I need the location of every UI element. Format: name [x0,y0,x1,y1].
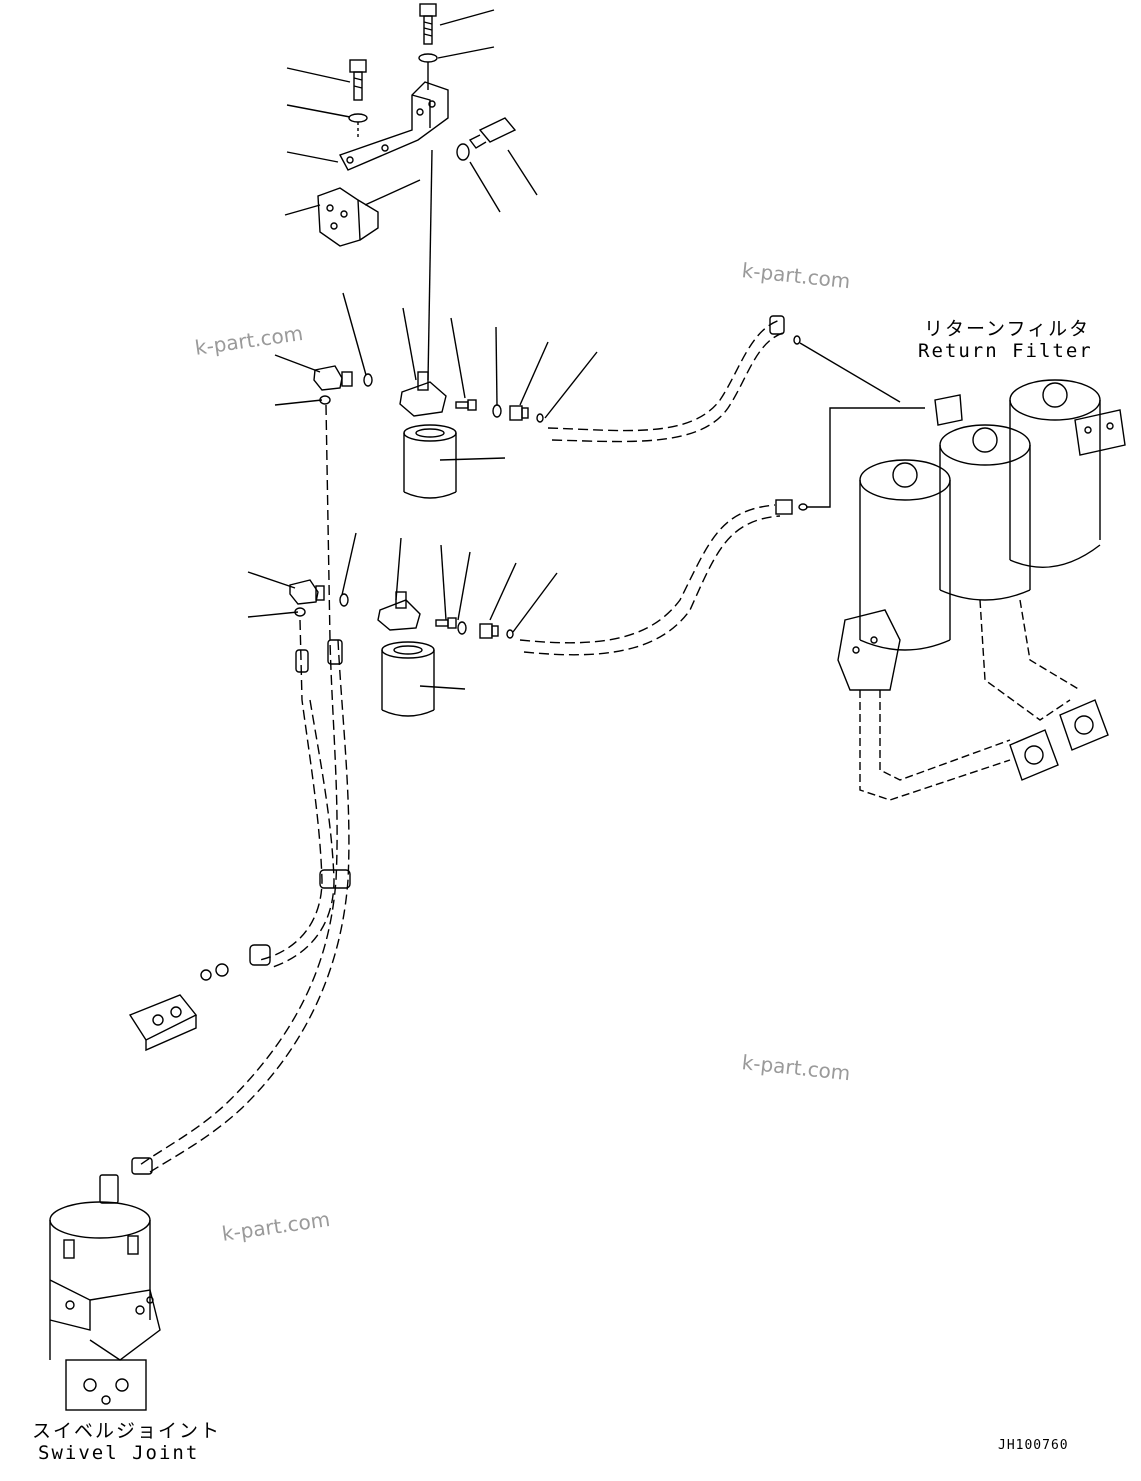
hose-end-fittings [769,315,925,515]
swivel-joint-label-jp: スイベルジョイント [32,1420,222,1442]
return-filter-assembly [837,379,1126,801]
return-filter-label-en: Return Filter [918,340,1093,362]
return-hoses [519,319,787,656]
upper-filter-group [274,292,598,499]
hose-fittings-lower [128,639,351,1175]
swivel-hoses [139,404,350,1173]
mounting-bracket-assembly [284,3,538,381]
swivel-joint-label-en: Swivel Joint [38,1442,200,1464]
swivel-joint-assembly [49,1174,161,1411]
return-filter-label-jp: リターンフィルタ [924,318,1091,340]
lower-filter-group [247,532,558,717]
drawing-code: JH100760 [998,1438,1069,1453]
